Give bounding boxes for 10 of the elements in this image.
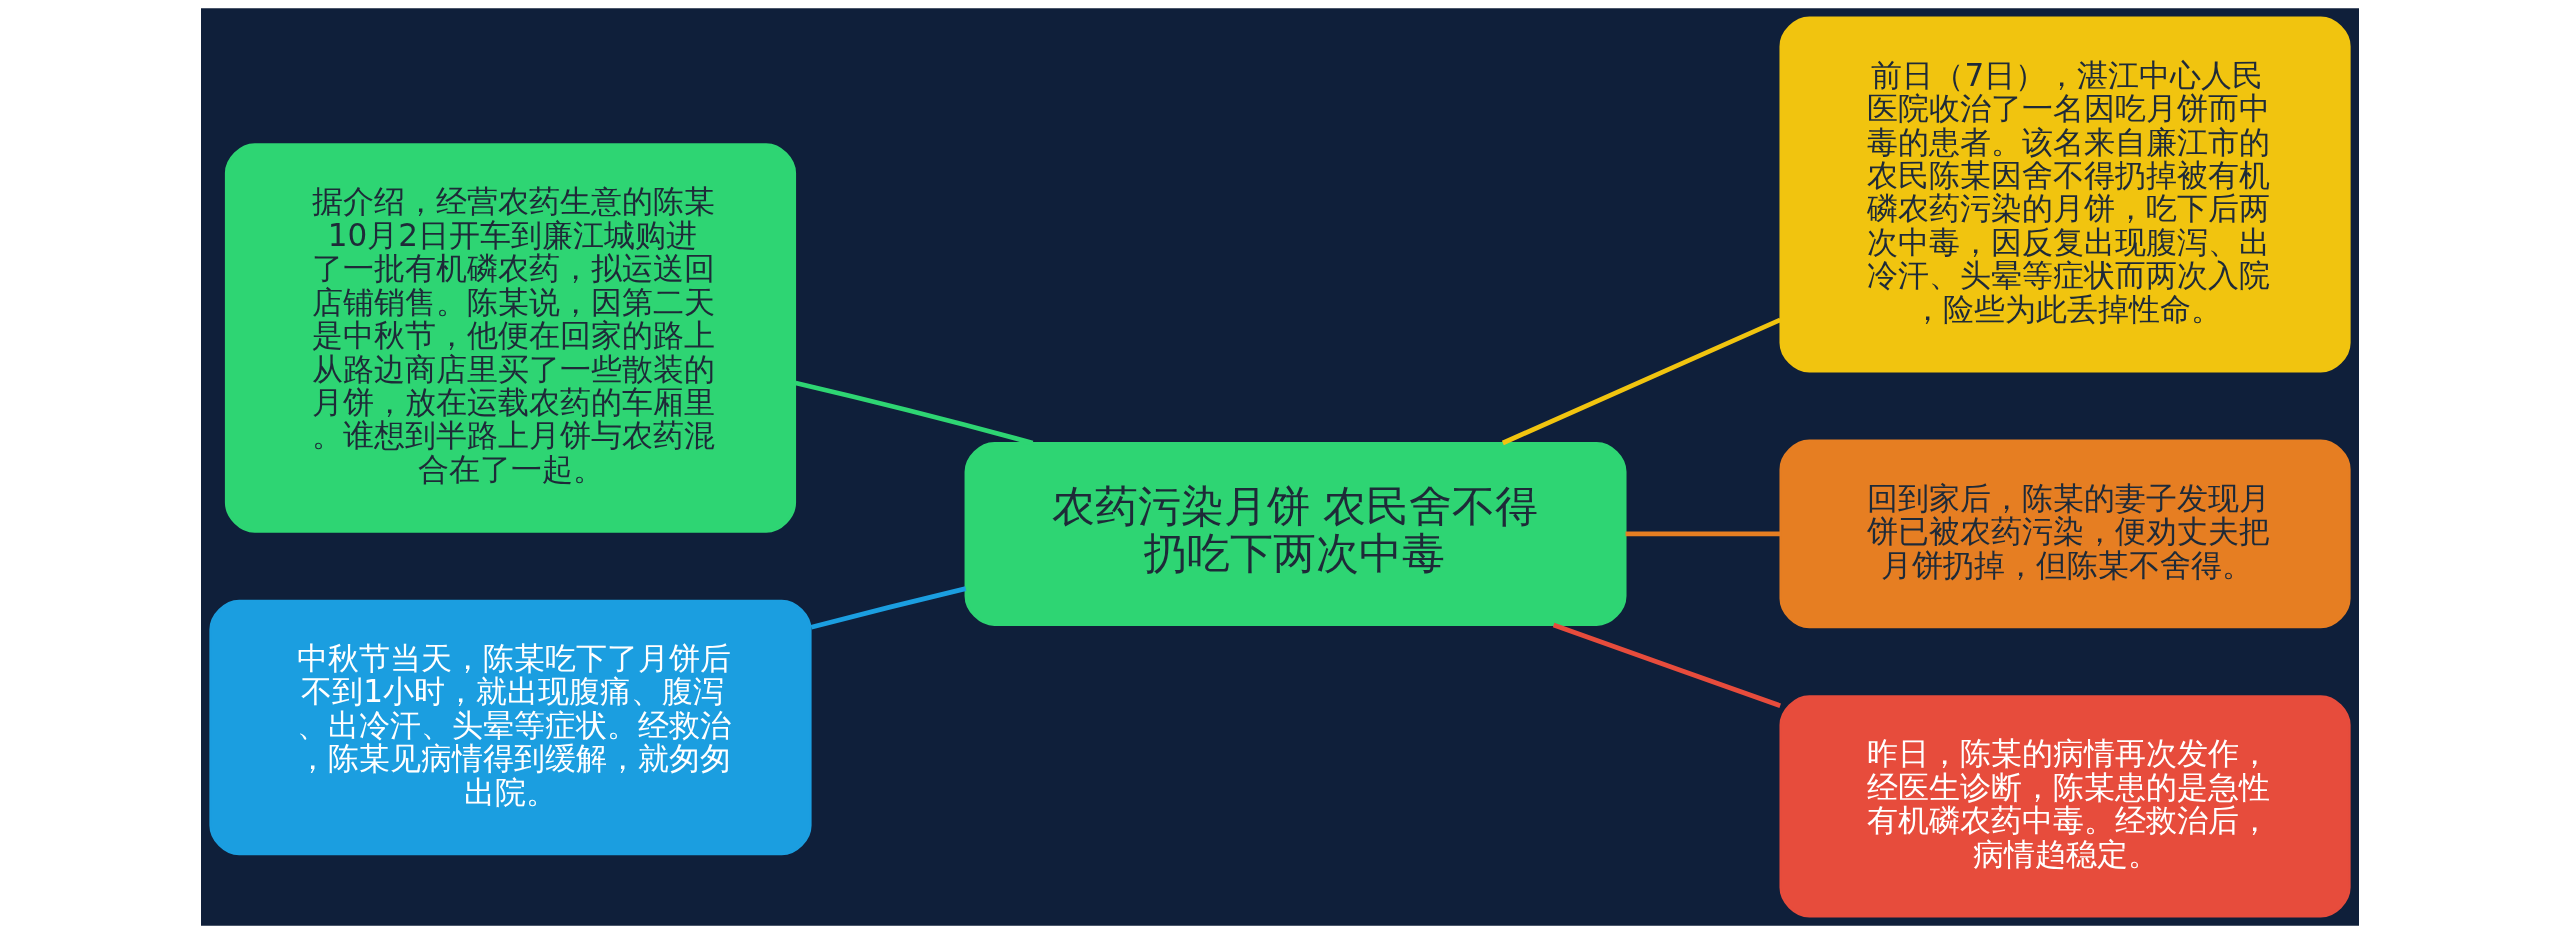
connector [1625,531,1781,537]
connector [810,586,967,630]
node-box: 昨日，陈某的病情再次发作，经医生诊断，陈某患的是急性有机磷农药中毒。经救治后，病情趋稳定。 [1779,695,2351,918]
connector [1501,317,1782,446]
node-box: 农药污染月饼 农民舍不得扔吃下两次中毒 [964,441,1627,626]
node-box: 据介绍，经营农药生意的陈某10月2日开车到廉江城购进了一批有机磷农药，拟运送回店铺销售。陈某说，因第二天是中秋节，他便在回家的路上从路边商店里买了一些散装的月饼，放在运载农药的车厢里。谁想到半路上月饼与农药混合在了一起。 [224,143,797,533]
node-box: 前日（7日），湛江中心人民医院收治了一名因吃月饼而中毒的患者。该名来自廉江市的农民陈某因舍不得扔掉被有机磷农药污染的月饼，吃下后两次中毒，因反复出现腹泻、出冷汗、头晕等症状而两次入院，险些为此丢掉性命。 [1779,16,2351,373]
node-box: 中秋节当天，陈某吃下了月饼后不到1小时，就出现腹痛、腹泻、出冷汗、头晕等症状。经救治，陈某见病情得到缓解，就匆匆出院。 [209,599,812,856]
node-box: 回到家后，陈某的妻子发现月饼已被农药污染，便劝丈夫把月饼扔掉，但陈某不舍得。 [1779,439,2351,629]
connector [1552,622,1781,708]
